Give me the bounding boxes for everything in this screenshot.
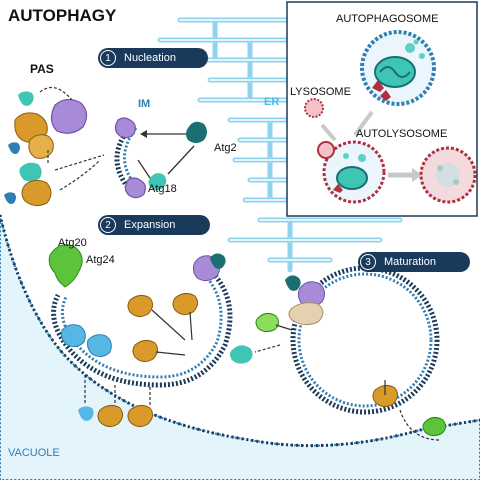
atg18-label: Atg18	[148, 183, 177, 195]
autolysosome-label: AUTOLYSOSOME	[356, 128, 448, 140]
autolysosome-illustration	[419, 146, 477, 204]
pas-arrows	[39, 86, 105, 191]
autophagosome-illustration	[360, 30, 436, 106]
mature-autophagosome	[290, 265, 440, 415]
lysosome-illustration	[304, 98, 324, 118]
expansion-orange-protein-2	[172, 292, 199, 316]
vacuole-blue-protein	[78, 406, 94, 421]
maturation-green-protein	[255, 312, 280, 333]
er-network-inner	[159, 19, 401, 261]
expansion-orange-protein-3	[132, 339, 159, 363]
pas-cluster	[4, 91, 88, 207]
vacuole-orange-protein-2	[127, 404, 154, 428]
inset-arrow-3-head	[412, 168, 422, 182]
inset-arrow-2	[353, 110, 374, 137]
step-number-badge: 3	[360, 254, 376, 270]
step-expansion-pill: 2 Expansion	[98, 215, 210, 235]
expansion-orange-protein-1	[127, 294, 154, 318]
page-title: AUTOPHAGY	[8, 6, 117, 25]
pas-label: PAS	[30, 62, 54, 76]
autolysosome-fusion-illustration	[317, 140, 386, 204]
step-label: Maturation	[384, 256, 436, 268]
step-label: Nucleation	[124, 52, 176, 64]
atg20-atg24-protein	[48, 244, 83, 288]
phagophore-teal-protein	[210, 253, 226, 269]
maturation-arrows	[254, 324, 441, 441]
atg20-label: Atg20	[58, 237, 87, 249]
expansion-blue-protein-cluster	[61, 324, 86, 348]
step-number-badge: 2	[100, 217, 116, 233]
step-nucleation-pill: 1 Nucleation	[98, 48, 208, 68]
nucleation-arrows	[137, 133, 195, 179]
maturation-green-protein-2	[422, 416, 447, 437]
lysosome-label: LYSOSOME	[290, 86, 351, 98]
maturation-tan-protein	[288, 302, 324, 326]
expansion-blue-protein-cluster-2	[87, 334, 112, 358]
im-purple-protein	[114, 117, 136, 139]
im-purple-protein-lower	[124, 177, 146, 199]
atg18-protein	[148, 173, 167, 191]
autophagosome-label: AUTOPHAGOSOME	[336, 13, 439, 25]
er-label: ER	[264, 96, 280, 108]
im-label: IM	[138, 98, 151, 110]
step-number-badge: 1	[100, 50, 116, 66]
maturation-purple-protein	[297, 281, 326, 308]
vacuole-label: VACUOLE	[8, 447, 60, 459]
arrow-head-atg2-im	[140, 130, 147, 138]
maturation-teal-protein	[285, 275, 301, 291]
atg2-protein	[186, 121, 207, 143]
atg2-label: Atg2	[214, 142, 237, 154]
step-maturation-pill: 3 Maturation	[358, 252, 470, 272]
expansion-arrows	[84, 309, 193, 405]
step-label: Expansion	[124, 219, 176, 231]
maturation-teal-protein-2	[230, 345, 253, 364]
vacuole-orange-protein-1	[97, 404, 124, 428]
isolation-membrane	[114, 127, 140, 192]
atg24-label: Atg24	[86, 254, 115, 266]
maturation-orange-protein	[372, 384, 399, 408]
inset-arrow-1	[320, 123, 337, 142]
